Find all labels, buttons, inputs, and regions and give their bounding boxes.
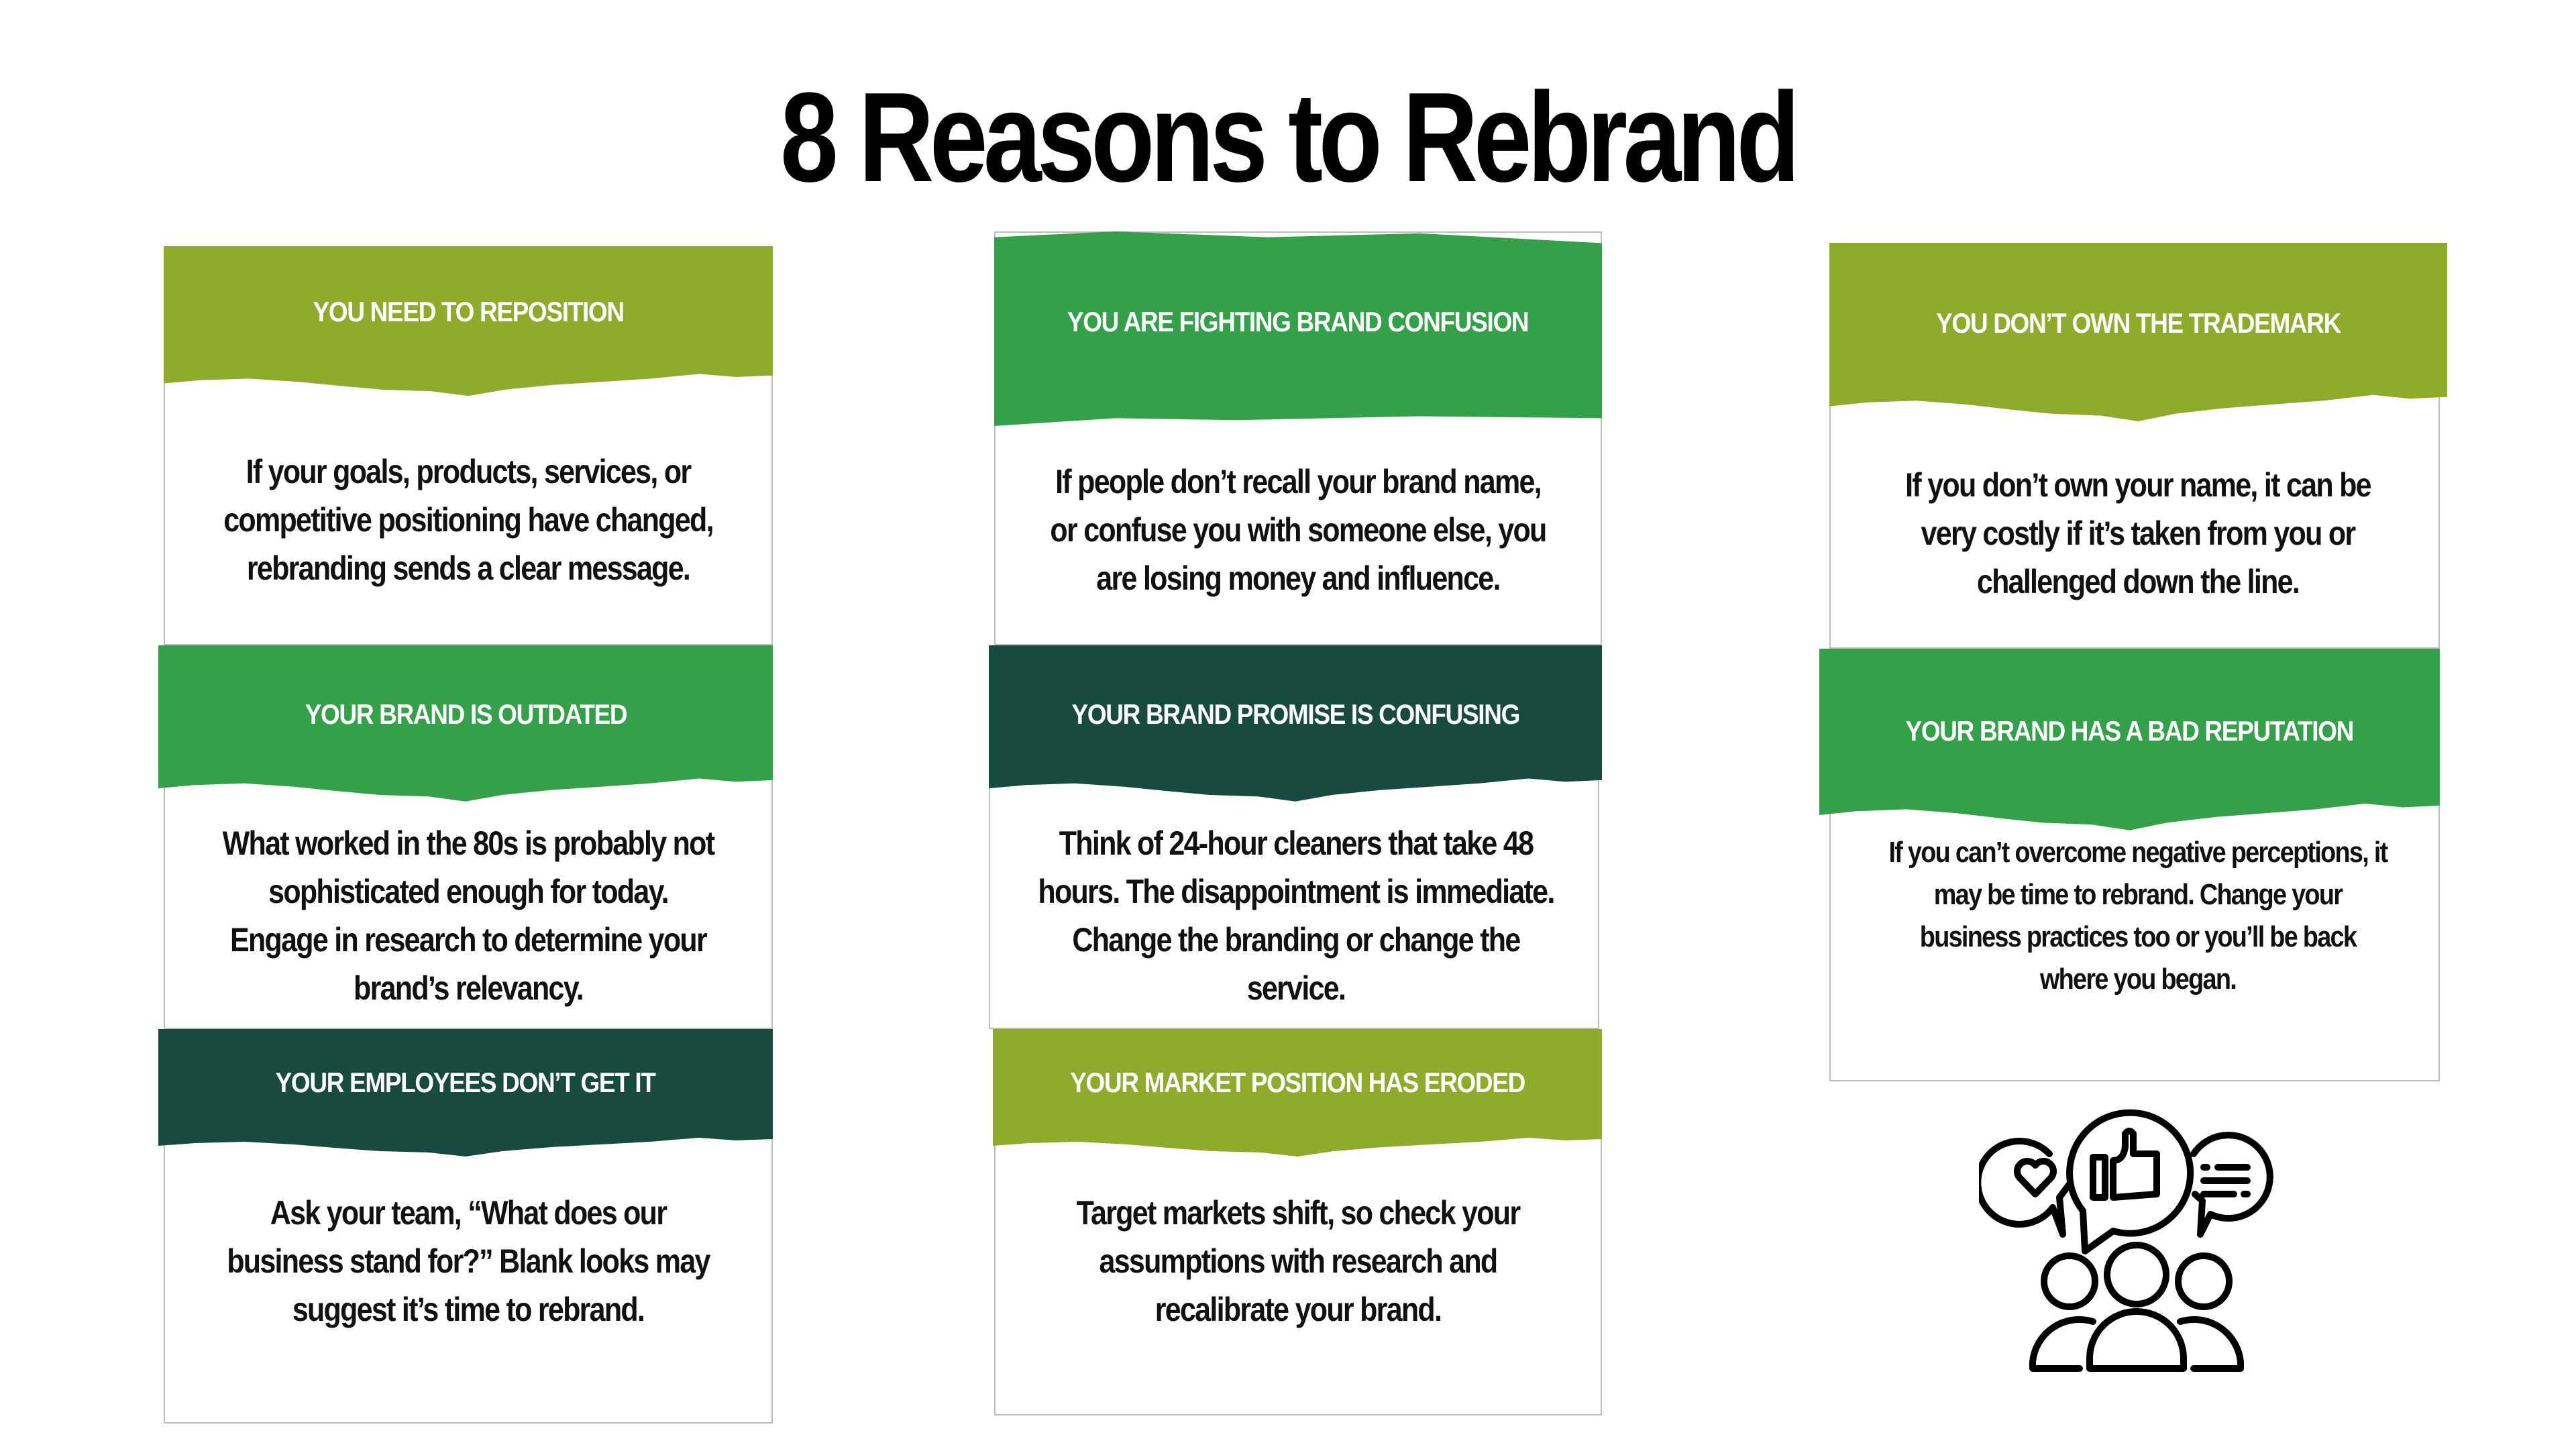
reason-heading-reposition: YOU NEED TO REPOSITION [164, 246, 773, 396]
reason-text-confusion: If people don’t recall your brand name, … [1050, 463, 1547, 597]
reason-text-market: Target markets shift, so check your assu… [1076, 1194, 1521, 1328]
reason-text-promise: Think of 24-hour cleaners that take 48 h… [1038, 824, 1555, 1007]
heart-bubble-icon [1979, 1137, 2073, 1238]
reason-heading-market: YOUR MARKET POSITION HAS ERODED [993, 1029, 1602, 1157]
list-lines-icon [2200, 1164, 2251, 1197]
thumbs-bubble-icon [2066, 1109, 2194, 1254]
reason-heading-employees: YOUR EMPLOYEES DON’T GET IT [158, 1029, 773, 1157]
reason-heading-reputation: YOUR BRAND HAS A BAD REPUTATION [1819, 649, 2440, 830]
person-center-body-icon [2086, 1308, 2187, 1372]
person-left-body-icon [2029, 1316, 2096, 1372]
thumbs-up-icon [2090, 1154, 2108, 1201]
person-center-icon [2104, 1242, 2169, 1307]
list-bubble-icon [2190, 1132, 2273, 1238]
thumb-icon [2110, 1128, 2160, 1201]
reason-heading-promise: YOUR BRAND PROMISE IS CONFUSING [989, 645, 1602, 802]
reason-text-reputation: If you can’t overcome negative perceptio… [1888, 836, 2388, 996]
reason-text-trademark: If you don’t own your name, it can be ve… [1905, 466, 2371, 600]
person-left-icon [2041, 1252, 2098, 1310]
reason-text-reposition: If your goals, products, services, or co… [223, 453, 714, 587]
person-right-body-icon [2177, 1316, 2244, 1372]
reason-heading-outdated: YOUR BRAND IS OUTDATED [158, 645, 773, 802]
reason-text-outdated: What worked in the 80s is probably not s… [222, 824, 715, 1007]
page-title: 8 Reasons to Rebrand [780, 66, 1800, 209]
reason-heading-trademark: YOU DON’T OWN THE TRADEMARK [1829, 243, 2447, 421]
heart-icon [2014, 1158, 2057, 1197]
reason-heading-confusion: YOU ARE FIGHTING BRAND CONFUSION [994, 231, 1602, 426]
people-feedback-icon [1979, 1109, 2273, 1372]
reason-text-employees: Ask your team, “What does our business s… [227, 1194, 710, 1328]
person-right-icon [2175, 1252, 2233, 1310]
